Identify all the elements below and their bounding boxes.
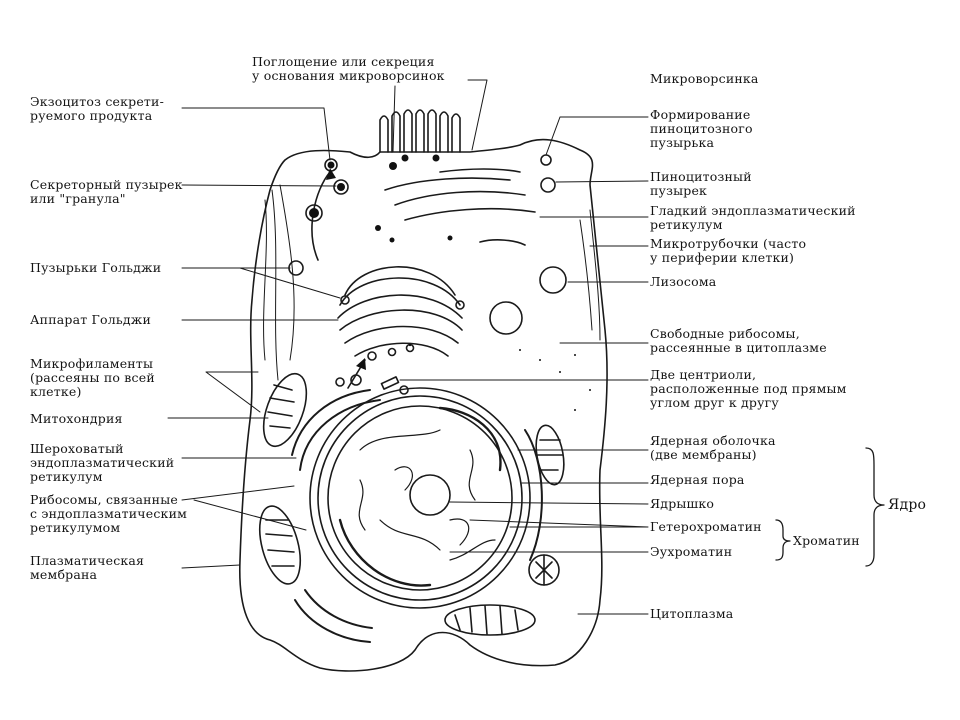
nucleus-shape bbox=[309, 387, 531, 609]
label-microvillus: Микроворсинка bbox=[650, 71, 759, 86]
label-microtubules: Микротрубочки (часто у периферии клетки) bbox=[650, 236, 807, 265]
label-golgi-vesicles: Пузырьки Гольджи bbox=[30, 260, 162, 275]
rough-er bbox=[291, 389, 543, 643]
label-free-ribosomes: Свободные рибосомы, рассеянные в цитопла… bbox=[650, 326, 827, 355]
brace-chromatin bbox=[775, 519, 791, 561]
microvilli bbox=[379, 109, 461, 153]
microfilaments bbox=[263, 184, 601, 381]
label-bound-ribosomes: Рибосомы, связанные с эндоплазматическим… bbox=[30, 492, 188, 535]
label-plasma-membrane: Плазматическая мембрана bbox=[30, 553, 145, 582]
smooth-er bbox=[384, 168, 536, 246]
label-golgi-apparatus: Аппарат Гольджи bbox=[30, 312, 151, 327]
label-nuclear-pore: Ядерная пора bbox=[650, 472, 745, 487]
label-pinocytic-forming: Формирование пиноцитозного пузырька bbox=[650, 107, 753, 150]
label-smooth-er: Гладкий эндоплазматический ретикулум bbox=[650, 203, 856, 232]
label-exocytosis: Экзоцитоз секрети- руемого продукта bbox=[30, 94, 165, 123]
label-secretory-granule: Секреторный пузырек или "гранула" bbox=[30, 177, 183, 206]
label-centrioles: Две центриоли, расположенные под прямым … bbox=[650, 367, 847, 410]
label-microfilaments: Микрофиламенты (рассеяны по всей клетке) bbox=[30, 356, 155, 399]
label-rough-er: Шероховатый эндоплазматический ретикулум bbox=[30, 441, 175, 484]
golgi-apparatus bbox=[335, 266, 465, 387]
plasma-membrane-outline bbox=[239, 138, 608, 672]
label-mitochondrion: Митохондрия bbox=[30, 411, 123, 426]
label-chromatin: Хроматин bbox=[793, 533, 860, 548]
mitochondria bbox=[258, 372, 565, 636]
label-euchromatin: Эухроматин bbox=[650, 544, 733, 559]
label-nuclear-envelope: Ядерная оболочка (две мембраны) bbox=[650, 433, 776, 462]
label-nucleus: Ядро bbox=[888, 497, 927, 513]
label-cytoplasm: Цитоплазма bbox=[650, 606, 734, 621]
label-pinocytic-vesicle: Пиноцитозный пузырек bbox=[650, 169, 752, 198]
leader-lines bbox=[167, 79, 649, 615]
label-nucleolus: Ядрышко bbox=[650, 496, 715, 511]
label-absorption: Поглощение или секреция у основания микр… bbox=[252, 54, 445, 83]
label-lysosome: Лизосома bbox=[650, 274, 717, 289]
brace-nucleus bbox=[865, 447, 885, 567]
label-heterochromatin: Гетерохроматин bbox=[650, 519, 762, 534]
